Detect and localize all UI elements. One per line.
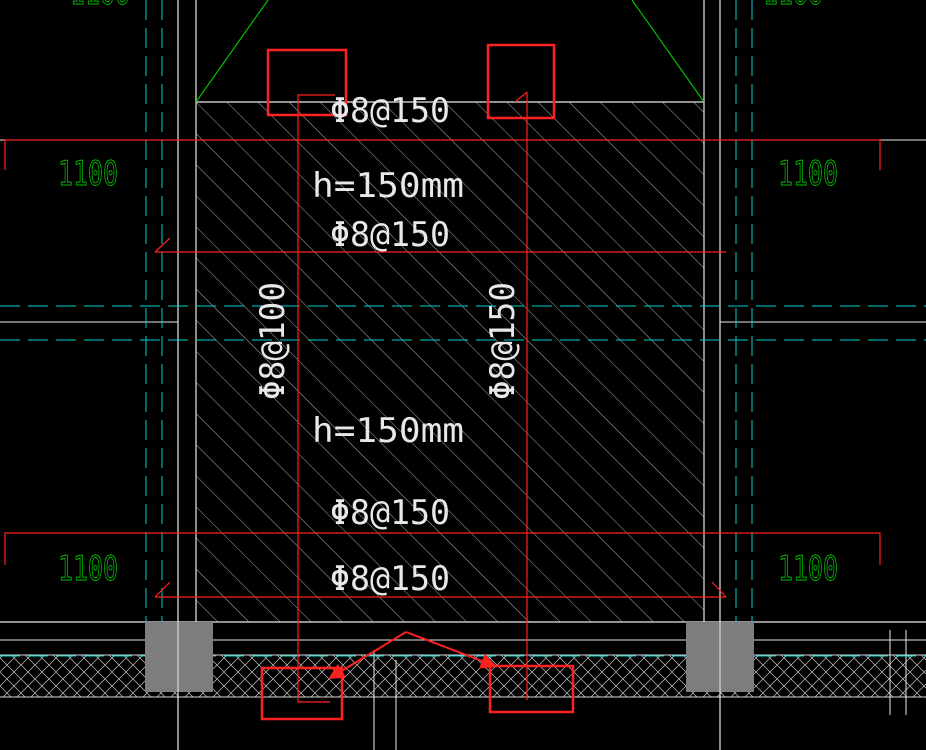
dim-label-clipped-left: 1100 bbox=[70, 0, 130, 13]
rebar-label-vertical-right: Φ8@150 bbox=[483, 282, 523, 400]
green-diag-left bbox=[195, 0, 269, 103]
slab-thickness-label-2: h=150mm bbox=[312, 411, 464, 451]
green-diag-right bbox=[631, 0, 705, 103]
callout-arrow-left bbox=[328, 631, 407, 680]
dim-label-bottom-left: 1100 bbox=[58, 549, 118, 589]
rebar-label-bottom-2: Φ8@150 bbox=[330, 559, 450, 599]
rebar-label-top-2: Φ8@150 bbox=[330, 215, 450, 255]
dim-label-top-right: 1100 bbox=[778, 154, 838, 194]
rebar-lines bbox=[4, 91, 881, 703]
rebar-label-top-1: Φ8@150 bbox=[330, 91, 450, 131]
highlight-box-bottom-left bbox=[260, 666, 344, 721]
dim-label-top-left: 1100 bbox=[58, 154, 118, 194]
slab-thickness-label-1: h=150mm bbox=[312, 166, 464, 206]
slab-hatch-area bbox=[196, 102, 704, 622]
highlight-box-top-right bbox=[486, 43, 556, 120]
highlight-box-bottom-right bbox=[488, 664, 575, 714]
ground-hatch-strip bbox=[0, 655, 926, 697]
highlight-box-top-left bbox=[266, 48, 348, 117]
dim-label-clipped-right: 1100 bbox=[763, 0, 823, 13]
column-left bbox=[145, 622, 213, 692]
dim-label-bottom-right: 1100 bbox=[778, 549, 838, 589]
rebar-label-bottom-1: Φ8@150 bbox=[330, 493, 450, 533]
callout-arrow-right bbox=[405, 631, 497, 669]
rebar-label-vertical-left: Φ8@100 bbox=[253, 282, 293, 400]
